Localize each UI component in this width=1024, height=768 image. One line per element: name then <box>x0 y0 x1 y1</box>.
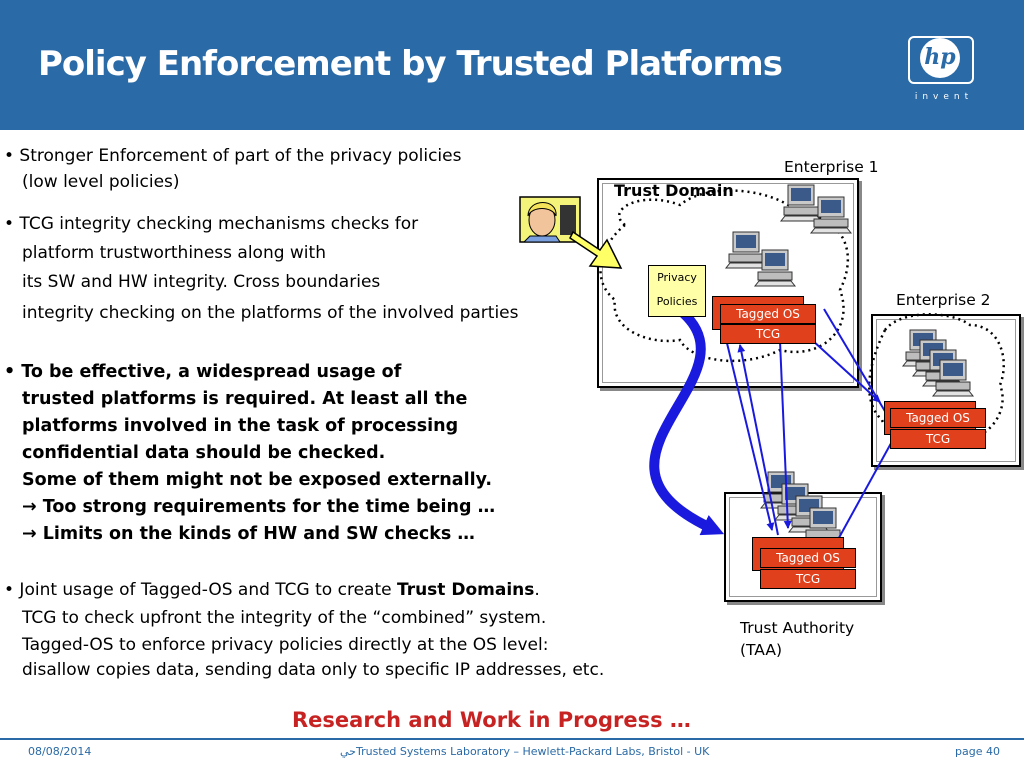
tcg-box-e2: TCG <box>890 429 986 449</box>
bullet-3-line-7: → Limits on the kinds of HW and SW check… <box>22 524 475 544</box>
bullet-1-line-2: (low level policies) <box>22 172 180 192</box>
hp-logo-frame <box>908 36 974 84</box>
bullet-4-line-4: disallow copies data, sending data only … <box>22 660 605 680</box>
footer-divider <box>0 738 1024 740</box>
research-banner: Research and Work in Progress … <box>292 708 691 732</box>
enterprise-2-cloud <box>868 313 1005 448</box>
trust-domain-cloud <box>599 189 850 363</box>
tcg-box-taa: TCG <box>760 569 856 589</box>
enterprise-2-label: Enterprise 2 <box>896 291 991 309</box>
footer-page: page 40 <box>955 745 1000 758</box>
privacy-label-line-2: Policies <box>656 295 698 308</box>
user-person-icon <box>519 196 581 243</box>
bullet-4-period: . <box>534 580 540 600</box>
tagged-os-box-domain: Tagged OS <box>720 304 816 324</box>
bullet-2-line-1: • TCG integrity checking mechanisms chec… <box>4 214 419 234</box>
hp-logo-subtitle: invent <box>914 92 974 102</box>
hp-logo-mark: hp <box>920 38 960 78</box>
bullet-3-line-6: → Too strong requirements for the time b… <box>22 497 496 517</box>
trust-domain-label: Trust Domain <box>614 181 734 200</box>
tcg-box-domain: TCG <box>720 324 816 344</box>
bullet-3-line-4: confidential data should be checked. <box>22 443 386 463</box>
trust-authority-label-line-2: (TAA) <box>740 641 782 659</box>
bullet-2-line-2: platform trustworthiness along with <box>22 243 326 263</box>
header-bar: Policy Enforcement by Trusted Platforms … <box>0 0 1024 130</box>
enterprise-1-pc-c <box>725 231 767 269</box>
slide-title: Policy Enforcement by Trusted Platforms <box>38 44 783 84</box>
enterprise-1-label: Enterprise 1 <box>784 158 879 176</box>
bullet-3-line-1: • To be effective, a widespread usage of <box>4 362 402 382</box>
policy-flow-arrow <box>649 308 725 536</box>
footer-date: 08/08/2014 <box>28 745 92 758</box>
bullet-4-bold: Trust Domains <box>396 580 535 600</box>
footer-center: حيTrusted Systems Laboratory – Hewlett-P… <box>340 745 710 758</box>
bullet-3-line-5: Some of them might not be exposed extern… <box>22 470 493 490</box>
bullet-4-text: • Joint usage of Tagged-OS and TCG to cr… <box>4 580 397 600</box>
bullet-4-line-1: • Joint usage of Tagged-OS and TCG to cr… <box>4 576 540 605</box>
bullet-3-line-2: trusted platforms is required. At least … <box>22 389 468 409</box>
enterprise-1-pc-a <box>780 184 822 222</box>
privacy-policies-box: Privacy Policies <box>648 265 706 317</box>
bullet-3-line-3: platforms involved in the task of proces… <box>22 416 459 436</box>
trust-authority-label-line-1: Trust Authority <box>740 619 855 637</box>
hp-logo: hp invent <box>904 36 980 102</box>
bullet-4-line-2: TCG to check upfront the integrity of th… <box>22 608 547 628</box>
integrity-check-arrows <box>725 308 896 546</box>
user-access-arrow <box>569 230 623 269</box>
privacy-label-line-1: Privacy <box>657 271 697 284</box>
bullet-2-line-4: integrity checking on the platforms of t… <box>22 303 519 323</box>
bullet-2-line-3: its SW and HW integrity. Cross boundarie… <box>22 272 381 292</box>
bullet-4-line-3: Tagged-OS to enforce privacy policies di… <box>22 635 549 655</box>
tagged-os-box-taa: Tagged OS <box>760 548 856 568</box>
bullet-1-line-1: • Stronger Enforcement of part of the pr… <box>4 146 462 166</box>
tagged-os-box-e2: Tagged OS <box>890 408 986 428</box>
